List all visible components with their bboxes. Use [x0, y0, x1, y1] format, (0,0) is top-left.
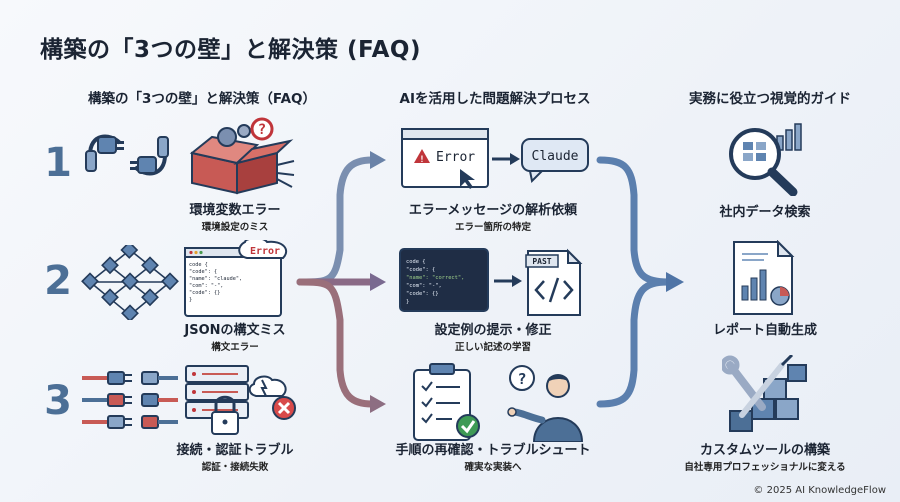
arrowhead-guides — [666, 272, 684, 292]
svg-text:?: ? — [258, 122, 266, 138]
problem-number-3: 3 — [44, 378, 72, 424]
broken-box-icon: ? — [189, 117, 295, 195]
checklist-person-icon: ? — [413, 363, 584, 442]
svg-text:?: ? — [517, 370, 526, 388]
process-label-3: 手順の再確認・トラブルシュート — [395, 443, 591, 458]
svg-text:!: ! — [419, 155, 424, 165]
process-label-1: エラーメッセージの解析依頼 — [408, 203, 578, 218]
error-word: Error — [436, 150, 475, 165]
process-label-2: 設定例の提示・修正 — [434, 323, 552, 338]
svg-text:"code": {}: "code": {} — [189, 290, 220, 296]
arrow-to-guides-3 — [596, 278, 672, 408]
problem-sub-2: 構文エラー — [211, 342, 259, 353]
problem-label-1: 環境変数エラー — [189, 203, 281, 218]
guide-label-2: レポート自動生成 — [712, 323, 817, 338]
json-error-word: Error — [250, 246, 280, 257]
question-bubble-icon — [509, 365, 535, 391]
server-lock-icon — [185, 365, 296, 435]
check-icon — [456, 414, 480, 438]
svg-text:}: } — [189, 297, 192, 303]
arrow-to-process-3 — [296, 278, 376, 408]
code-paste-icon: code { "code": { "name": "correct", "com… — [399, 248, 583, 316]
guide-label-1: 社内データ検索 — [719, 205, 811, 220]
problem-sub-1: 環境設定のミス — [201, 222, 269, 233]
problem-number-1: 1 — [44, 140, 72, 186]
page-title: 構築の「3つの壁」と解決策 (FAQ) — [40, 37, 421, 63]
cable-icon — [85, 134, 169, 176]
column-heading-problems: 構築の「3つの壁」と解決策（FAQ） — [88, 91, 316, 107]
screwdriver-icon — [739, 362, 785, 418]
svg-text:"name": "correct",: "name": "correct", — [406, 275, 464, 281]
svg-text:"name": "claude",: "name": "claude", — [189, 276, 242, 282]
tools-blocks-icon — [722, 355, 807, 432]
problem-label-3: 接続・認証トラブル — [176, 443, 294, 458]
svg-text:code {: code { — [406, 259, 425, 265]
process-sub-2: 正しい記述の学習 — [454, 342, 531, 353]
warning-icon — [414, 149, 430, 163]
guide-label-3: カスタムツールの構築 — [699, 443, 830, 458]
error-to-claude-icon: ! Error Claude — [401, 128, 589, 189]
arrow-to-guides-1 — [596, 156, 672, 286]
claude-word: Claude — [532, 149, 579, 164]
problem-sub-3: 認証・接続失敗 — [201, 462, 269, 473]
process-sub-1: エラー箇所の特定 — [454, 222, 531, 233]
network-mesh-icon — [81, 245, 179, 320]
footer-copyright: © 2025 AI KnowledgeFlow — [753, 485, 886, 496]
json-code-window-icon: Error code { "code": { "name": "claude",… — [184, 240, 288, 317]
svg-text:"code": {}: "code": {} — [406, 291, 438, 297]
svg-text:"com": "-",: "com": "-", — [189, 283, 223, 289]
problem-number-2: 2 — [44, 258, 72, 304]
paste-word: PAST — [532, 257, 551, 266]
arrowhead-process-1 — [370, 151, 386, 169]
problem-label-2: JSONの構文ミス — [184, 323, 286, 338]
search-magnifier-icon — [729, 123, 802, 196]
guide-sub-3: 自社専用プロフェッショナルに変える — [684, 462, 846, 473]
svg-text:"code": {: "code": { — [406, 267, 435, 273]
cursor-icon — [460, 169, 475, 189]
code-brackets-icon — [534, 277, 574, 303]
column-heading-process: AIを活用した問題解決プロセス — [399, 91, 591, 107]
column-heading-guides: 実務に役立つ視覚的ガイド — [689, 91, 851, 107]
svg-text:"code": {: "code": { — [189, 269, 217, 275]
svg-text:code {: code { — [189, 262, 208, 268]
svg-text:"com": "-",: "com": "-", — [406, 283, 442, 289]
svg-text:}: } — [406, 299, 409, 305]
process-sub-3: 確実な実装へ — [464, 462, 522, 473]
report-document-icon — [733, 240, 795, 315]
plugs-icon — [82, 371, 178, 429]
arrowhead-process-3 — [370, 395, 386, 413]
arrowhead-process-2 — [370, 273, 386, 291]
